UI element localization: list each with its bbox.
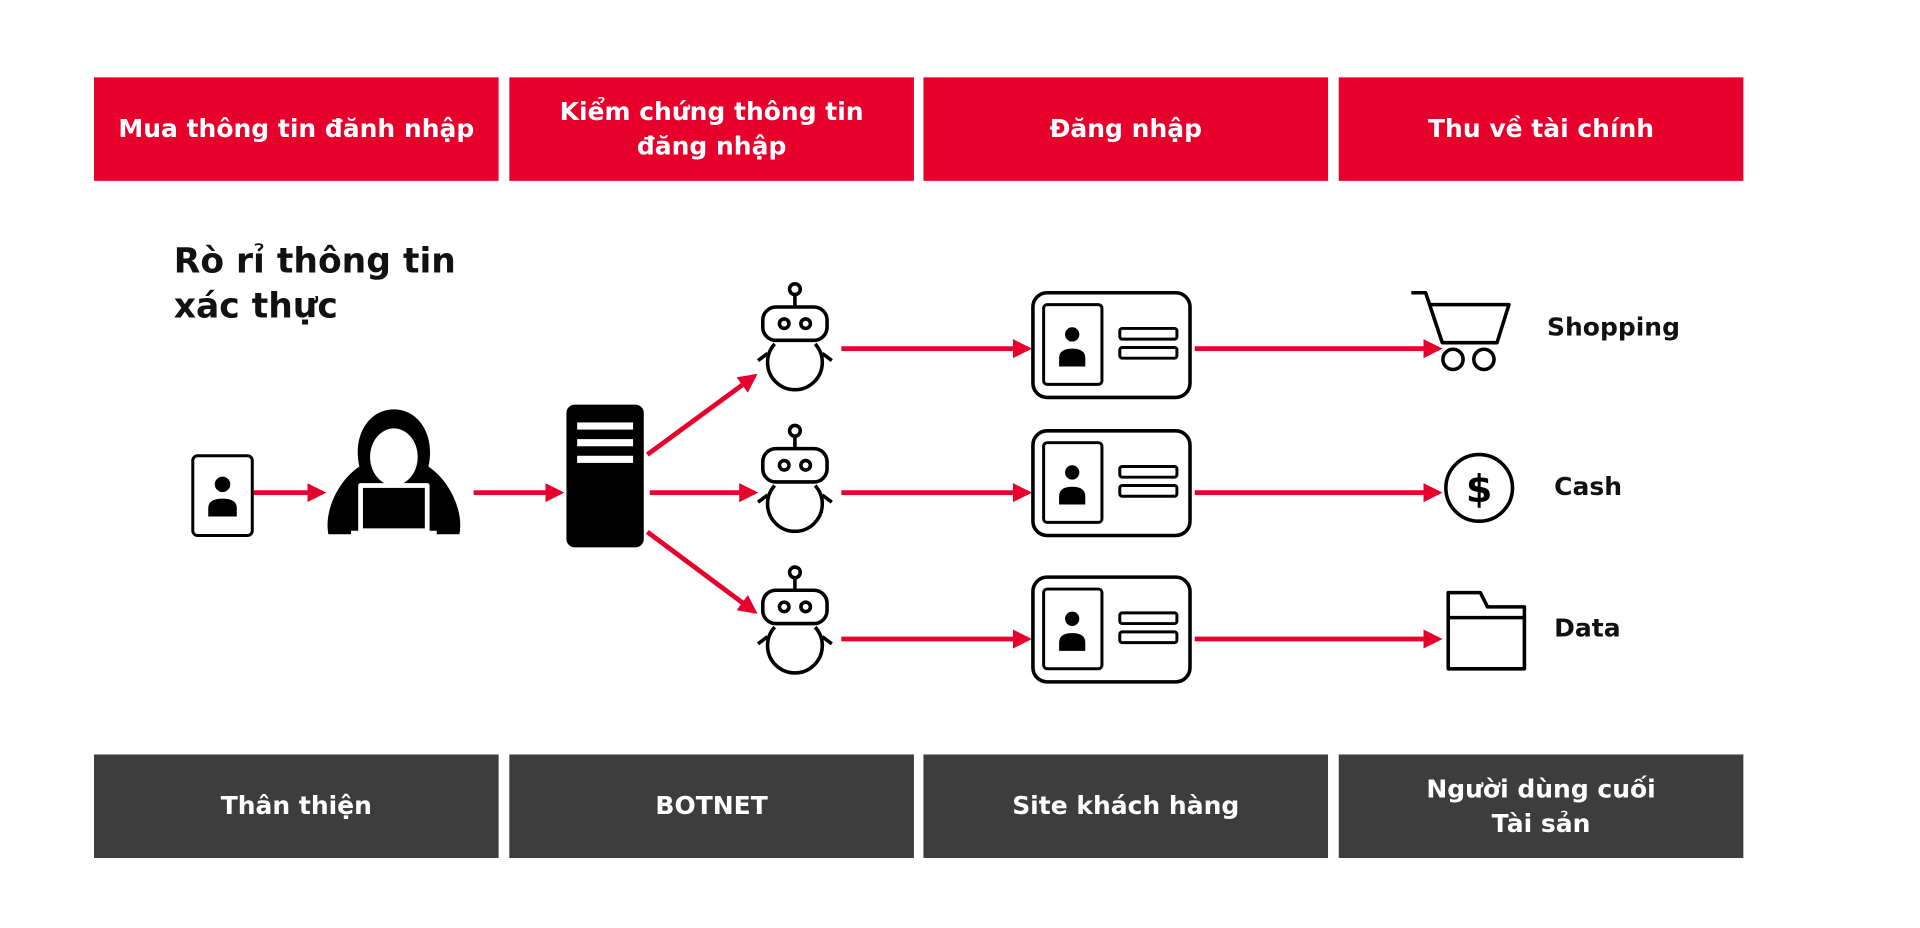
outcome-label-shopping: Shopping: [1547, 312, 1680, 342]
diagram-stage: Mua thông tin đănh nhập Kiểm chứng thông…: [94, 77, 1744, 858]
outcome-label-data: Data: [1554, 614, 1621, 643]
login-card-icon: [1031, 428, 1192, 538]
stage-header-verify-credentials: Kiểm chứng thông tin đăng nhập: [509, 77, 914, 181]
bot-icon: [756, 565, 833, 675]
bot-icon: [756, 282, 833, 392]
actor-label-friendly: Thân thiện: [94, 754, 499, 858]
dollar-coin-icon: $: [1444, 452, 1515, 524]
shopping-cart-icon: [1411, 290, 1511, 372]
svg-text:$: $: [1466, 467, 1493, 511]
flow-arrows: [253, 339, 1443, 649]
login-card-icon: [1031, 575, 1192, 684]
diagram-headline: Rò rỉ thông tin xác thực: [173, 240, 456, 327]
server-icon: [566, 404, 644, 548]
stage-header-login: Đăng nhập: [923, 77, 1329, 181]
actor-label-end-user-assets: Người dùng cuối Tài sản: [1338, 754, 1744, 858]
stage-header-monetize: Thu về tài chính: [1338, 77, 1744, 181]
flow-diagram: $: [191, 282, 1527, 684]
arrow-server-to-bot-1: [645, 373, 758, 457]
credential-card-icon: [191, 454, 254, 537]
folder-icon: [1446, 590, 1527, 671]
actor-label-customer-site: Site khách hàng: [923, 754, 1329, 858]
stage-header-buy-credentials: Mua thông tin đănh nhập: [94, 77, 499, 181]
arrow-server-to-bot-3: [645, 530, 758, 614]
bot-icon: [756, 423, 833, 534]
hacker-icon: [327, 409, 461, 537]
outcome-label-cash: Cash: [1554, 472, 1623, 501]
login-card-icon: [1031, 290, 1192, 400]
actor-label-botnet: BOTNET: [509, 754, 914, 858]
